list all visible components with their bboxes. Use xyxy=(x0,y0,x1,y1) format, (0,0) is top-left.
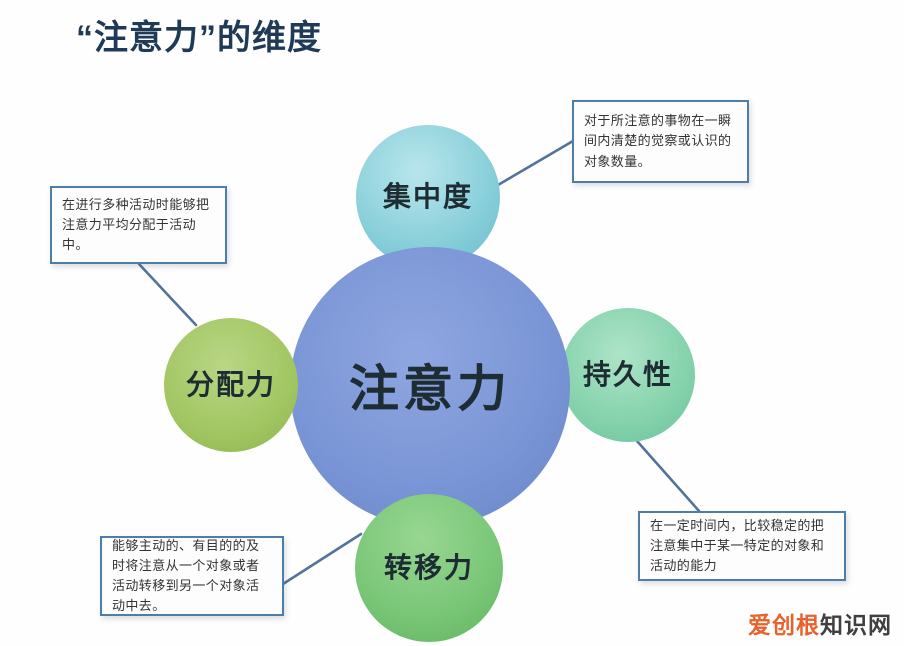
callout-transfer-note: 能够主动的、有目的的及时将注意从一个对象或者活动转移到另一个对象活动中去。 xyxy=(100,536,284,616)
node-concentration-circle: 集中度 xyxy=(356,125,500,269)
callout-concentration-text: 对于所注意的事物在一瞬间内清楚的觉察或认识的对象数量。 xyxy=(584,113,732,169)
center-attention-label: 注意力 xyxy=(349,361,511,417)
page-title: “注意力”的维度 xyxy=(76,19,322,57)
node-transfer-circle: 转移力 xyxy=(355,494,503,642)
site-watermark: 爱创根知识网 xyxy=(748,606,892,640)
center-attention-circle: 注意力 xyxy=(290,247,570,527)
connector-transfer-line xyxy=(281,532,363,586)
connector-persistence-line xyxy=(635,439,701,513)
node-persistence-circle: 持久性 xyxy=(561,308,695,442)
callout-distribution-text: 在进行多种活动时能够把注意力平均分配于活动中。 xyxy=(62,196,210,253)
watermark-brand: 爱创根 xyxy=(748,612,820,638)
watermark-suffix: 知识网 xyxy=(820,612,892,638)
callout-persistence-note: 在一定时间内，比较稳定的把注意集中于某一特定的对象和活动的能力 xyxy=(638,511,846,581)
connector-distribution-line xyxy=(137,262,198,327)
callout-distribution-note: 在进行多种活动时能够把注意力平均分配于活动中。 xyxy=(50,186,227,264)
node-transfer-label: 转移力 xyxy=(383,552,474,583)
connector-concentration-line xyxy=(496,139,575,187)
node-distribution-label: 分配力 xyxy=(185,369,276,400)
node-distribution-circle: 分配力 xyxy=(164,318,298,452)
callout-transfer-text: 能够主动的、有目的的及时将注意从一个对象或者活动转移到另一个对象活动中去。 xyxy=(112,537,260,614)
node-persistence-label: 持久性 xyxy=(582,359,673,390)
callout-persistence-text: 在一定时间内，比较稳定的把注意集中于某一特定的对象和活动的能力 xyxy=(650,517,825,574)
node-concentration-label: 集中度 xyxy=(382,181,473,212)
callout-concentration-note: 对于所注意的事物在一瞬间内清楚的觉察或认识的对象数量。 xyxy=(572,100,749,183)
